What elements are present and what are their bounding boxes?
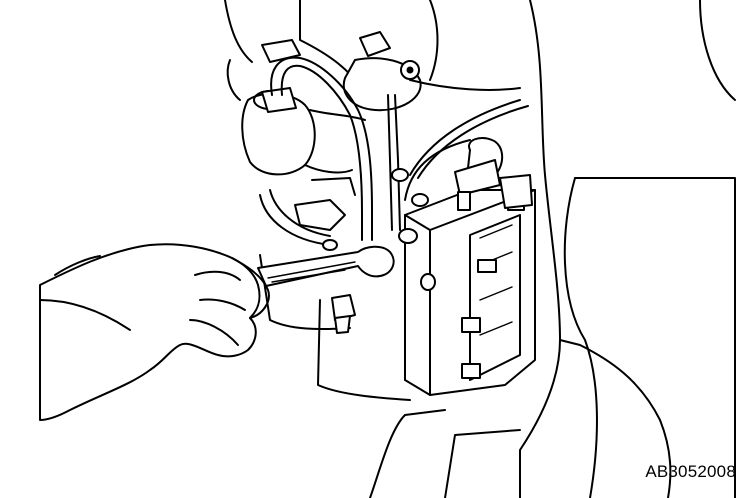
hand-outline: [39, 243, 261, 421]
reservoir-canister: [226, 59, 366, 176]
flare-nut: [391, 168, 409, 182]
figure-reference-code: AB3052008: [645, 462, 736, 481]
bleeder-nut: [331, 294, 356, 321]
flare-nut: [322, 239, 338, 251]
sensor-plug: [457, 191, 471, 211]
connector-clip: [461, 317, 481, 333]
master-cylinder: [224, 0, 439, 112]
connector-clip: [477, 259, 497, 273]
brake-lines: [259, 56, 529, 246]
wrench: [257, 245, 395, 287]
body-panel: [369, 0, 736, 498]
wrench-handle: [257, 245, 395, 287]
abs-actuator: [404, 137, 536, 396]
flare-nut: [411, 193, 429, 207]
flare-nut: [420, 273, 436, 291]
flare-nut: [398, 228, 418, 244]
connector-clip: [461, 363, 481, 379]
hand: [39, 243, 270, 421]
